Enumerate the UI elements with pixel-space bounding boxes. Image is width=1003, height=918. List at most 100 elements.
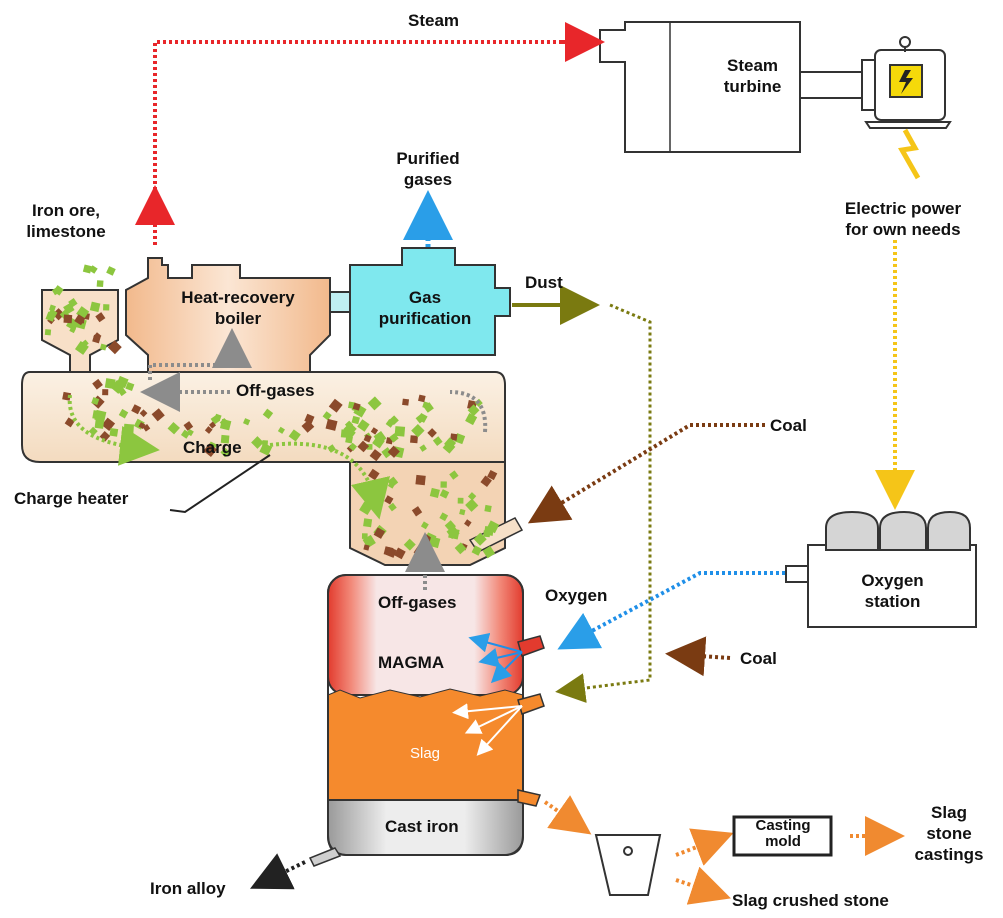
charge-particle <box>117 387 127 397</box>
charge-particle <box>89 265 98 274</box>
charge-particle <box>74 314 86 326</box>
charge-particle <box>208 421 217 429</box>
charge-particle <box>81 339 89 347</box>
charge-arrow-2 <box>269 441 390 520</box>
charge-particle <box>109 427 119 437</box>
offgas-return <box>449 390 488 433</box>
label-cast-iron: Cast iron <box>385 817 459 836</box>
charge-particle <box>204 426 213 434</box>
charge-particle <box>471 545 482 556</box>
charge-particle <box>92 378 103 390</box>
charge-particle <box>44 329 52 336</box>
charge-particle <box>361 533 368 539</box>
charge-particle <box>101 417 116 432</box>
charge-particle <box>351 415 360 425</box>
charge-particle <box>104 378 116 389</box>
charge-particles <box>44 264 500 560</box>
charge-heater-pointer <box>169 454 271 514</box>
charge-particle <box>91 397 100 406</box>
charge-particle <box>486 520 500 534</box>
charge-particle <box>106 266 116 276</box>
charge-particle <box>449 470 459 480</box>
charge-particle <box>63 314 73 324</box>
charge-particle <box>82 264 92 274</box>
charge-particle <box>464 519 472 527</box>
charge-particle <box>439 489 450 499</box>
charge-particle <box>480 475 492 488</box>
charge-particle <box>103 304 110 311</box>
charge-particle <box>367 396 382 411</box>
charge-particle <box>411 423 425 438</box>
label-slag: Slag <box>410 745 441 762</box>
charge-particle <box>402 398 410 406</box>
oxygen-arrow <box>557 571 785 650</box>
charge-particle <box>418 394 426 403</box>
label-slag-stone-castings: Slag stone castings <box>914 803 984 864</box>
label-oxygen: Oxygen <box>545 586 608 605</box>
charge-particle <box>415 414 426 424</box>
lightning-icon <box>899 70 913 94</box>
label-iron-alloy: Iron alloy <box>150 879 226 898</box>
label-purified-gases: Purified gases <box>396 149 460 189</box>
label-slag-crushed-stone: Slag crushed stone <box>732 891 889 910</box>
charge-particle <box>301 419 315 433</box>
charge-particle <box>93 332 102 341</box>
charge-particle <box>88 426 98 436</box>
label-off-gases-furnace: Off-gases <box>378 593 457 612</box>
label-dust: Dust <box>525 273 563 292</box>
charge-particle <box>394 426 406 437</box>
charge-particle <box>214 413 222 422</box>
label-casting-mold: Casting mold <box>755 817 811 850</box>
ladle-icon <box>594 834 662 896</box>
charge-particle <box>369 449 382 462</box>
charge-particle <box>440 481 447 488</box>
charge-particle <box>363 544 370 551</box>
label-charge-heater: Charge heater <box>14 489 129 508</box>
charge-particle <box>68 298 78 308</box>
slag-jets <box>452 703 523 756</box>
charge-particle <box>345 428 356 439</box>
charge-particle <box>427 428 437 438</box>
label-off-gases-top: Off-gases <box>236 381 315 400</box>
steam-line <box>153 40 560 190</box>
to-crushed-arrow <box>675 866 731 905</box>
charge-particle <box>125 382 135 391</box>
charge-particle <box>118 408 129 419</box>
smelting-furnace <box>308 574 545 867</box>
charge-particle <box>467 492 477 501</box>
charge-particle <box>373 527 386 539</box>
charge-particle <box>454 542 467 555</box>
charge-particle <box>415 474 426 486</box>
oxygen-jets <box>468 632 523 684</box>
charge-particle <box>465 498 479 512</box>
charge-particle <box>363 518 373 528</box>
charge-particle <box>419 444 427 452</box>
charge-particle <box>62 391 72 401</box>
heat-recovery-boiler <box>125 257 331 373</box>
charge-particle <box>389 415 399 426</box>
charge-particle <box>459 508 466 516</box>
charge-particle <box>51 287 60 296</box>
charge-particle <box>467 404 480 417</box>
charge-particle <box>465 413 478 426</box>
label-iron-ore: Iron ore, limestone <box>26 201 106 241</box>
charge-particle <box>262 408 274 420</box>
label-steam-turbine: Steam turbine <box>723 56 782 96</box>
dust-return-line <box>555 303 652 704</box>
charge-particle <box>95 312 106 323</box>
charge-particle <box>411 506 423 517</box>
iron-alloy-arrow <box>250 853 306 890</box>
charge-particle <box>450 433 458 441</box>
charge-particle <box>107 340 122 355</box>
charge-particle <box>389 433 399 443</box>
charge-particle <box>484 504 492 513</box>
charge-particle <box>94 419 105 429</box>
charge-particle <box>370 427 379 435</box>
charge-particle <box>186 428 194 437</box>
label-coal-bottom: Coal <box>740 649 777 668</box>
charge-particle <box>439 512 449 522</box>
charge-particle <box>322 411 332 421</box>
charge-particle <box>444 437 457 450</box>
